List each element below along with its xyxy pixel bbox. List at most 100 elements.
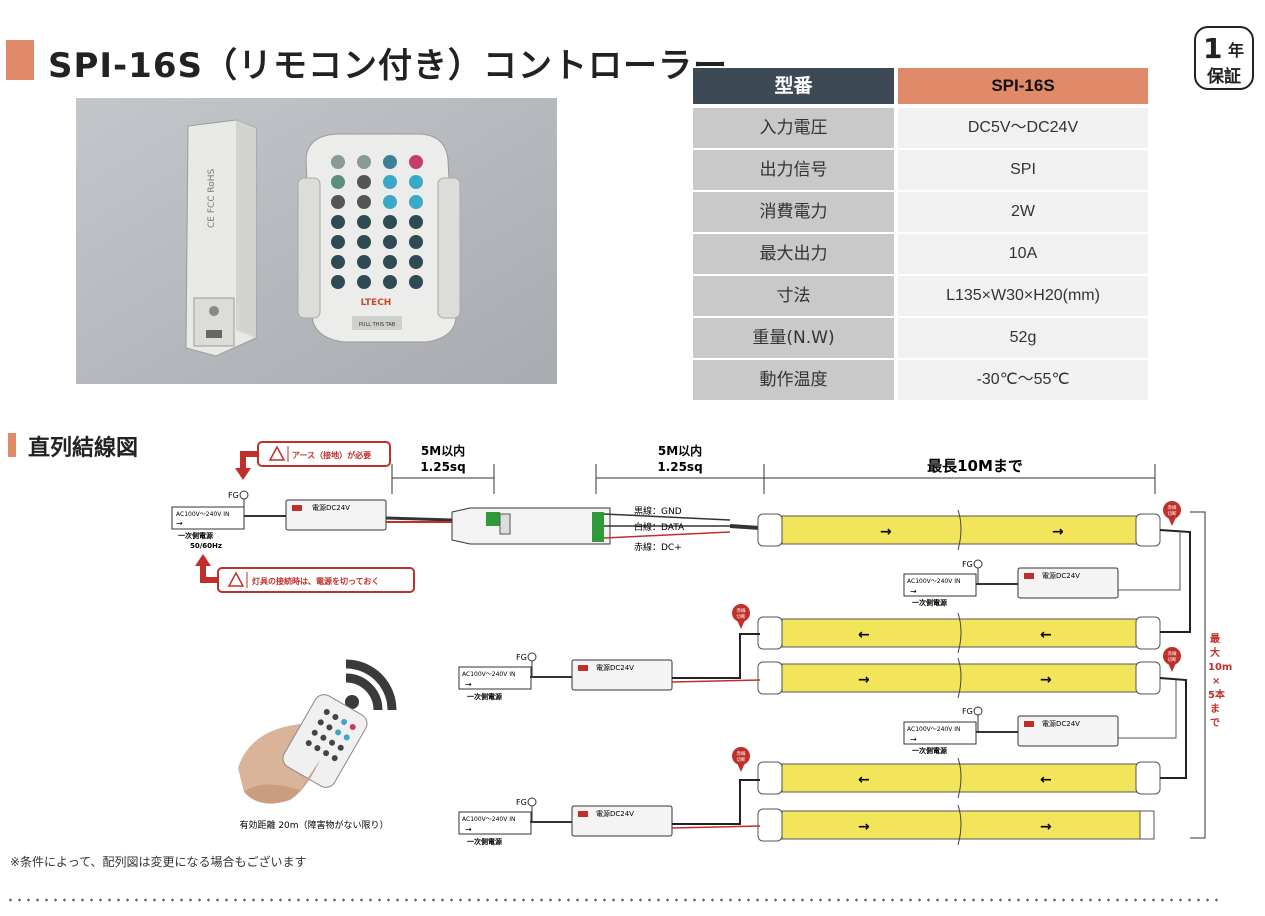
svg-text:切断: 切断 [1168,510,1177,517]
svg-text:切断: 切断 [737,613,746,620]
max-v-5: ま [1210,703,1220,715]
svg-text:赤線: 赤線 [1168,504,1177,511]
spec-header-key: 型番 [693,68,894,104]
svg-text:PULL THIS TAB: PULL THIS TAB [359,322,396,328]
section-accent-bar [8,433,16,457]
spec-row: 寸法 L135×W30×H20(mm) [693,276,1148,318]
max-v-4: 5本 [1208,688,1226,701]
page-title: SPI-16S（リモコン付き）コントローラー [48,46,728,86]
controller-diagram [451,507,611,545]
signal-icon [345,659,397,711]
svg-text:電源DC24V: 電源DC24V [312,503,350,512]
warning-icon [227,571,245,587]
cut-badge-1: 赤線 切断 [1163,501,1181,526]
cut-badge-2: 赤線 切断 [732,604,750,629]
section-title: 直列結線図 [28,436,139,461]
svg-text:赤線: 赤線 [1168,650,1177,657]
warning-icon [268,445,286,461]
svg-text:白線：DATA: 白線：DATA [634,521,685,533]
warranty-label: 保証 [1207,67,1241,87]
svg-text:一次側電源: 一次側電源 [467,692,502,701]
max-v-0: 最 [1210,633,1221,645]
svg-text:一次側電源: 一次側電源 [178,531,213,540]
warranty-badge: 1 年 保証 [1194,26,1254,90]
svg-text:AC100V〜240V IN: AC100V〜240V IN [462,816,515,823]
svg-text:←: ← [858,772,870,788]
cut-badge-3: 赤線 切断 [1163,647,1181,672]
svg-text:赤線: 赤線 [737,750,746,757]
svg-text:AC100V〜240V IN: AC100V〜240V IN [907,578,960,585]
svg-text:→: → [465,825,472,834]
svg-text:一次側電源: 一次側電源 [912,598,947,607]
svg-text:→: → [1040,819,1052,835]
strip-row-5: →→ [757,804,1155,846]
max-v-3: × [1212,676,1220,687]
spec-row: 出力信号 SPI [693,150,1148,192]
psu-group-left-2: AC100V〜240V IN → 一次側電源 FG 電源DC24V [458,779,761,846]
dotted-divider [6,898,1221,902]
svg-text:→: → [910,735,917,744]
warning-earth: アース（接地）が必要 [235,441,391,480]
svg-text:AC100V〜240V IN: AC100V〜240V IN [462,671,515,678]
svg-text:一次側電源: 一次側電源 [912,746,947,755]
psu-group-right-1: AC100V〜240V IN → 一次側電源 FG 電源DC24V [903,559,1119,607]
max-v-1: 大 [1210,646,1220,659]
strip-row-4: ←← [757,757,1161,799]
product-photo: CE FCC RoHS LTECH PULL THIS TAB [76,98,557,384]
spec-header-value: SPI-16S [898,68,1148,104]
svg-text:50/60Hz: 50/60Hz [190,542,222,550]
warranty-years: 1 [1203,32,1223,65]
spec-key: 重量(N.W) [693,318,894,358]
svg-text:切断: 切断 [737,756,746,763]
spec-row: 最大出力 10A [693,234,1148,276]
svg-text:電源DC24V: 電源DC24V [596,809,634,818]
strip-row-1: →→ [757,509,1161,551]
cut-badge-4: 赤線 切断 [732,747,750,772]
svg-text:切断: 切断 [1168,656,1177,663]
spec-value: L135×W30×H20(mm) [898,276,1148,316]
svg-text:AC100V〜240V IN: AC100V〜240V IN [907,726,960,733]
remote-range-label: 有効距離 20m（障害物がない限り） [239,819,388,831]
spec-key: 入力電圧 [693,108,894,148]
dimension-lines [391,464,1156,494]
spec-value: 52g [898,318,1148,358]
spec-row: 入力電圧 DC5V〜DC24V [693,108,1148,150]
svg-text:FG: FG [962,707,973,716]
svg-text:アース（接地）が必要: アース（接地）が必要 [292,450,371,460]
svg-text:電源DC24V: 電源DC24V [596,663,634,672]
svg-text:灯具の接続時は、電源を切っておく: 灯具の接続時は、電源を切っておく [252,576,379,586]
dist2-gauge: 1.25sq [657,460,702,474]
psu-group-right-2: AC100V〜240V IN → 一次側電源 FG 電源DC24V [903,706,1119,755]
max-v-2: 10m [1208,662,1232,673]
psu-group-left-1: AC100V〜240V IN → 一次側電源 FG 電源DC24V [458,633,761,701]
spec-key: 消費電力 [693,192,894,232]
spec-header-row: 型番 SPI-16S [693,68,1148,108]
svg-text:←: ← [858,627,870,643]
svg-text:LTECH: LTECH [361,298,392,308]
spec-value: -30℃〜55℃ [898,360,1148,400]
spec-value: 2W [898,192,1148,232]
dist1-gauge: 1.25sq [420,460,465,474]
remote-control: LTECH PULL THIS TAB [297,133,461,343]
max-length-label: 最長10Mまで [927,457,1023,475]
svg-text:→: → [176,519,183,528]
spec-row: 動作温度 -30℃〜55℃ [693,360,1148,402]
svg-text:赤線: 赤線 [737,607,746,614]
dist2-label: 5M以内 [658,443,702,458]
controller-unit: CE FCC RoHS [185,119,257,357]
spec-key: 寸法 [693,276,894,316]
spec-value: 10A [898,234,1148,274]
dist1-label: 5M以内 [421,443,465,458]
svg-text:→: → [880,524,892,540]
spec-key: 最大出力 [693,234,894,274]
svg-text:AC100V〜240V IN: AC100V〜240V IN [176,511,229,518]
svg-text:→: → [858,819,870,835]
svg-text:→: → [858,672,870,688]
spec-table: 型番 SPI-16S 入力電圧 DC5V〜DC24V 出力信号 SPI 消費電力… [693,68,1148,402]
remote-hand-illustration [238,659,397,804]
spec-value: SPI [898,150,1148,190]
svg-text:赤線：DC+: 赤線：DC+ [634,541,682,553]
svg-text:FG: FG [516,798,527,807]
svg-text:黒線：GND: 黒線：GND [634,505,682,517]
